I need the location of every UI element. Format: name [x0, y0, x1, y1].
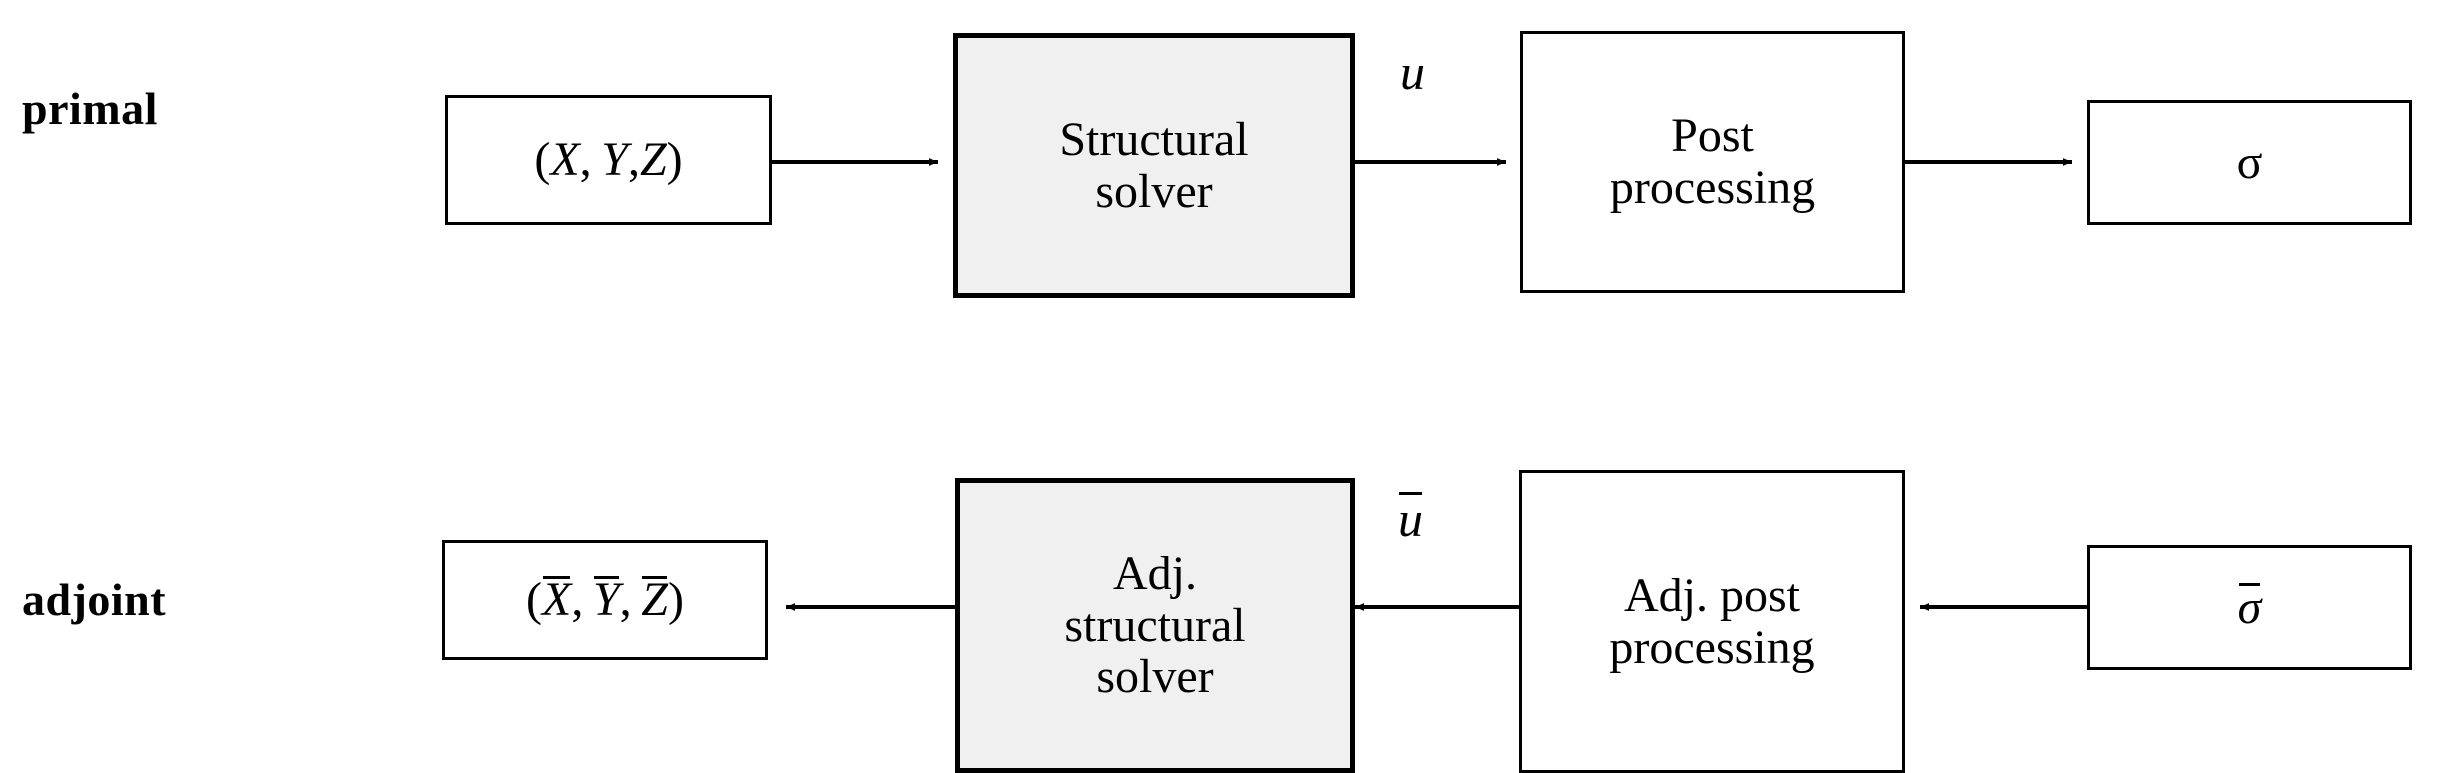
node-adj-structural-solver[interactable]: Adj. structural solver — [955, 478, 1355, 773]
node-adj-post-processing[interactable]: Adj. post processing — [1519, 470, 1905, 773]
node-adj-structural-solver-line2: structural — [1064, 598, 1246, 652]
node-adj-post-processing-line1: Adj. post — [1623, 568, 1800, 622]
node-adjoint-outputs[interactable]: (X, Y, Z) — [442, 540, 768, 660]
node-adj-structural-solver-line1: Adj. — [1113, 546, 1197, 600]
edge-label-u-bar: u — [1398, 491, 1423, 547]
node-primal-output-label: σ — [2236, 135, 2263, 189]
node-primal-inputs-label: (X, Y,Z) — [534, 133, 683, 187]
node-structural-solver-line1: Structural — [1059, 112, 1249, 166]
node-adj-post-processing-line2: processing — [1609, 620, 1815, 674]
node-primal-output[interactable]: σ — [2087, 100, 2412, 225]
node-adjoint-input-label: σ — [2237, 580, 2262, 634]
edge-label-u: u — [1400, 44, 1425, 100]
node-adjoint-outputs-label: (X, Y, Z) — [526, 573, 684, 627]
node-structural-solver[interactable]: Structural solver — [953, 33, 1355, 298]
row-label-primal: primal — [22, 83, 158, 134]
node-post-processing[interactable]: Post processing — [1520, 31, 1905, 293]
node-primal-inputs[interactable]: (X, Y,Z) — [445, 95, 772, 225]
node-adj-structural-solver-line3: solver — [1096, 650, 1214, 704]
node-adjoint-input[interactable]: σ — [2087, 545, 2412, 670]
row-label-adjoint: adjoint — [22, 574, 167, 625]
node-post-processing-line1: Post — [1671, 109, 1754, 163]
node-structural-solver-line2: solver — [1095, 164, 1213, 218]
node-post-processing-line2: processing — [1609, 161, 1816, 214]
